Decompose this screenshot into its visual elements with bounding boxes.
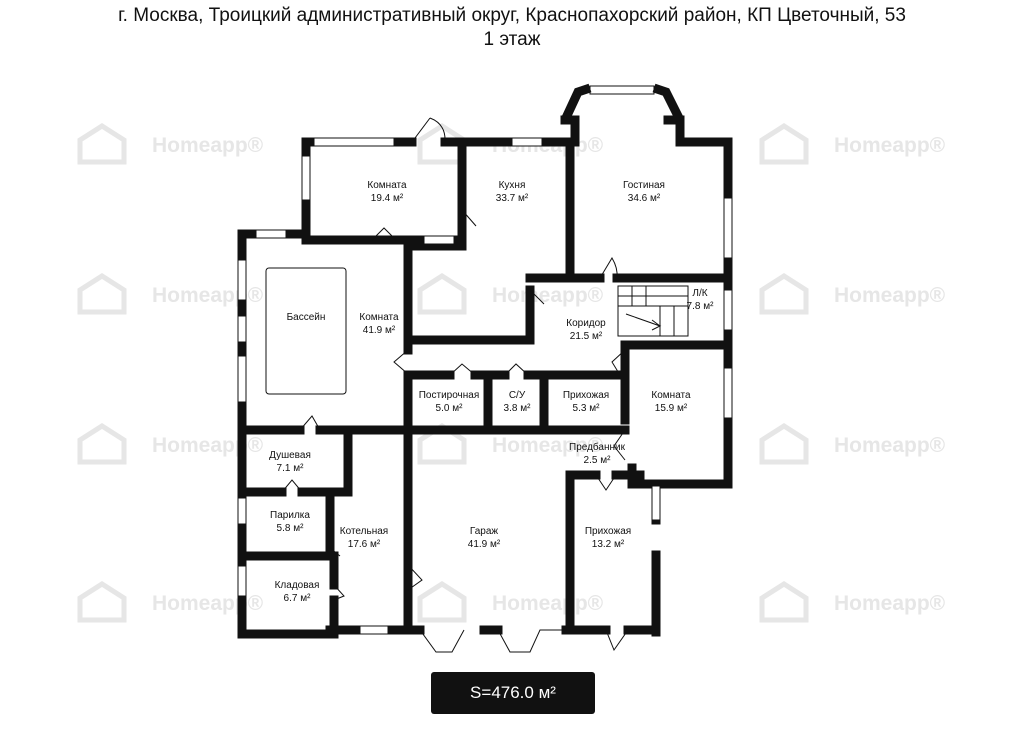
house-logo-icon — [759, 423, 809, 465]
house-logo-icon — [77, 273, 127, 315]
room-area: 33.7 м² — [496, 193, 529, 204]
watermark: Homeapp® — [759, 123, 946, 165]
room-labels: Комната 19.4 м² Кухня 33.7 м² Гостиная 34.6 м… — [269, 180, 714, 604]
room-name: Комната — [651, 390, 691, 401]
watermark: Homeapp® — [417, 273, 604, 315]
room-area: 13.2 м² — [592, 539, 625, 550]
svg-text:Homeapp®: Homeapp® — [834, 592, 946, 615]
doors — [281, 117, 629, 653]
watermark-layer: Homeapp® Homeapp® Homeapp® Homeapp® Homeapp®… — [77, 123, 946, 623]
room-area: 2.5 м² — [584, 455, 612, 466]
room-area: 19.4 м² — [371, 193, 404, 204]
house-logo-icon — [417, 581, 467, 623]
room-name: Бассейн — [287, 312, 326, 323]
svg-text:Homeapp®: Homeapp® — [152, 592, 264, 615]
house-logo-icon — [77, 123, 127, 165]
page-header: г. Москва, Троицкий административный окр… — [0, 4, 1024, 52]
floor-label: 1 этаж — [483, 29, 541, 50]
windows — [237, 85, 733, 635]
room-name: Кухня — [499, 180, 526, 191]
room-name: Парилка — [270, 510, 310, 521]
room-area: 7.8 м² — [687, 301, 715, 312]
room-area: 15.9 м² — [655, 403, 688, 414]
room-area: 3.8 м² — [504, 403, 532, 414]
room-name: Душевая — [269, 450, 311, 461]
house-logo-icon — [77, 581, 127, 623]
svg-text:Homeapp®: Homeapp® — [492, 592, 604, 615]
room-name: С/У — [509, 390, 526, 401]
room-area: 5.8 м² — [277, 523, 305, 534]
pool-outline — [265, 267, 347, 395]
room-name: Л/К — [692, 288, 707, 299]
svg-text:Homeapp®: Homeapp® — [152, 434, 264, 457]
room-name: Постирочная — [419, 390, 480, 401]
staircase — [617, 285, 689, 337]
svg-text:Homeapp®: Homeapp® — [152, 134, 264, 157]
room-name: Прихожая — [563, 390, 609, 401]
room-area: 17.6 м² — [348, 539, 381, 550]
room-name: Котельная — [340, 526, 388, 537]
address-title: г. Москва, Троицкий административный окр… — [118, 5, 906, 26]
svg-text:Homeapp®: Homeapp® — [492, 284, 604, 307]
house-logo-icon — [759, 273, 809, 315]
house-logo-icon — [417, 123, 467, 165]
room-name: Гостиная — [623, 180, 665, 191]
room-area: 5.3 м² — [573, 403, 601, 414]
room-name: Прихожая — [585, 526, 631, 537]
room-name: Комната — [367, 180, 407, 191]
room-name: Кладовая — [275, 580, 320, 591]
watermark: Homeapp® — [77, 123, 264, 165]
total-area-badge: S=476.0 м² — [431, 672, 595, 714]
svg-text:Homeapp®: Homeapp® — [492, 434, 604, 457]
watermark: Homeapp® — [417, 581, 604, 623]
watermark: Homeapp® — [77, 273, 264, 315]
watermark: Homeapp® — [77, 581, 264, 623]
room-name: Гараж — [470, 526, 499, 537]
svg-text:Homeapp®: Homeapp® — [152, 284, 264, 307]
room-area: 6.7 м² — [284, 593, 312, 604]
room-area: 5.0 м² — [436, 403, 464, 414]
house-logo-icon — [417, 273, 467, 315]
room-name: Комната — [359, 312, 399, 323]
room-area: 41.9 м² — [468, 539, 501, 550]
svg-text:Homeapp®: Homeapp® — [834, 284, 946, 307]
watermark: Homeapp® — [759, 581, 946, 623]
room-area: 7.1 м² — [277, 463, 305, 474]
room-area: 21.5 м² — [570, 331, 603, 342]
room-name: Коридор — [566, 318, 606, 329]
watermark: Homeapp® — [759, 273, 946, 315]
room-area: 41.9 м² — [363, 325, 396, 336]
watermark: Homeapp® — [759, 423, 946, 465]
house-logo-icon — [77, 423, 127, 465]
svg-text:Homeapp®: Homeapp® — [834, 434, 946, 457]
room-name: Предбанник — [569, 441, 626, 453]
room-area: 34.6 м² — [628, 193, 661, 204]
svg-text:Homeapp®: Homeapp® — [834, 134, 946, 157]
bay-window — [560, 83, 685, 123]
house-logo-icon — [759, 123, 809, 165]
house-logo-icon — [759, 581, 809, 623]
watermark: Homeapp® — [77, 423, 264, 465]
